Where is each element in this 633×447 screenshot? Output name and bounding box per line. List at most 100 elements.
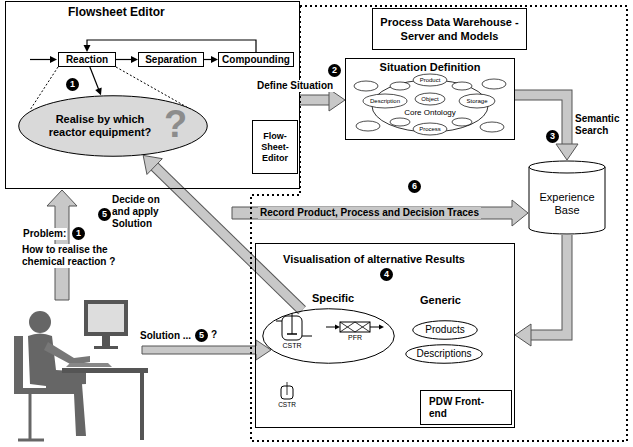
connector-outline — [530, 235, 567, 335]
node-text: Separation — [145, 54, 197, 66]
ontology-ellipse — [480, 122, 504, 132]
chair-back — [14, 336, 23, 388]
edge-label: Define Situation — [255, 80, 335, 92]
ontology-title: Core Ontology — [395, 108, 465, 118]
problem-text: How to realise the chemical reaction ? — [22, 244, 134, 268]
generic-ellipse: Descriptions — [405, 344, 483, 364]
arrow-head — [556, 144, 578, 160]
feed-line — [30, 59, 51, 60]
arrow-head — [329, 89, 345, 111]
solution-text: ? — [211, 329, 217, 341]
callout-number: 2 — [328, 64, 341, 77]
pfr-inlet-head — [335, 325, 340, 330]
callout-number: 5 — [98, 208, 111, 221]
record-arrow — [232, 200, 528, 226]
callout-number: 4 — [380, 268, 393, 281]
process-box: Compounding — [218, 52, 294, 67]
arrow-text: Record Product, Process and Decision Tra… — [258, 207, 481, 219]
callout-number: 1 — [72, 227, 85, 240]
warehouse-region: Process Data Warehouse - Server and Mode… — [250, 5, 628, 442]
node-text: PDW Front-end — [429, 396, 487, 420]
ellipse-outline — [406, 345, 483, 364]
pfr-packing — [340, 322, 370, 332]
ontology-term: Storage — [459, 97, 495, 105]
callout-number: 1 — [66, 78, 79, 91]
node-text: Specific — [312, 292, 354, 305]
group-heading: Generic — [420, 294, 461, 307]
person-head — [29, 311, 51, 333]
connector — [300, 89, 345, 111]
node-text: Reaction — [66, 54, 108, 66]
stirrer — [287, 382, 288, 395]
generic-ellipse: Products — [412, 320, 478, 340]
connector — [116, 56, 138, 63]
connector-line — [87, 40, 256, 52]
specific-ellipse: Specific — [262, 308, 395, 364]
question-mark: ? — [164, 104, 187, 144]
reactor-inlet — [276, 321, 282, 322]
connector-outline — [300, 95, 330, 106]
cylinder-top — [529, 161, 605, 173]
arrow-head — [131, 56, 138, 63]
ellipse-outline — [263, 309, 395, 364]
process-box: Separation — [138, 52, 204, 67]
ontology-ellipse — [415, 93, 445, 105]
database-cylinder: Experience Base — [528, 160, 606, 235]
frontend-box: PDW Front-end — [420, 390, 512, 425]
stirrer — [292, 313, 293, 334]
ontology-ellipse — [413, 123, 447, 135]
ontology-ellipse — [482, 79, 506, 89]
callout-number: 6 — [408, 180, 421, 193]
node-text: Experience Base — [535, 191, 599, 217]
node-text: Products — [425, 324, 464, 336]
connector-outline — [154, 166, 302, 310]
ellipse-outline — [19, 96, 208, 157]
node-text: Process Data Warehouse - Server and Mode… — [372, 8, 527, 50]
person-arm — [44, 342, 90, 365]
arrow-head — [211, 56, 218, 63]
chair-leg — [29, 394, 32, 440]
node-text: Descriptions — [416, 348, 471, 360]
connector-line — [154, 166, 302, 310]
connector-line — [204, 59, 212, 60]
connector-line — [116, 59, 132, 60]
process-box: Reaction — [58, 52, 116, 67]
connector — [204, 56, 218, 63]
pfr-symbol — [340, 322, 370, 332]
connector-line — [90, 67, 99, 90]
node-text: Situation Definition — [380, 61, 481, 74]
connector-line — [300, 96, 330, 105]
node-text: Realise by which reactor equipment? — [42, 113, 158, 139]
solution-text: Solution ... — [140, 330, 191, 342]
ellipse-outline — [413, 321, 478, 340]
monitor-stand — [102, 336, 110, 346]
ontology-term: Object — [415, 95, 445, 103]
equipment-label: CSTR — [275, 401, 299, 409]
shape-outline — [262, 308, 395, 364]
pfr-outlet-head — [379, 325, 384, 330]
node-text: Visualisation of alternative Results — [283, 253, 465, 266]
stirrer-blade — [287, 333, 297, 335]
arrow-head — [143, 155, 162, 174]
pfr-outlet — [370, 327, 380, 328]
ontology-term: Process — [413, 125, 447, 133]
chair-foot — [18, 439, 44, 442]
connector — [515, 235, 567, 346]
problem-text: Problem: — [22, 228, 67, 240]
equipment-label: PFR — [344, 334, 366, 342]
dotted-boundary — [251, 6, 627, 441]
arrow-head — [84, 45, 91, 52]
ontology-ellipse — [356, 121, 380, 131]
monitor-base — [94, 346, 118, 349]
connector — [90, 67, 102, 95]
ontology-term: Product — [413, 76, 447, 84]
ontology-ellipse — [390, 82, 410, 90]
ontology-ellipse — [390, 118, 410, 126]
equipment-label: CSTR — [280, 342, 304, 350]
callout-number: 3 — [546, 130, 559, 143]
keyboard — [66, 363, 112, 367]
edge-label: Semantic Search — [575, 113, 625, 137]
ontology-ellipse — [413, 74, 447, 86]
